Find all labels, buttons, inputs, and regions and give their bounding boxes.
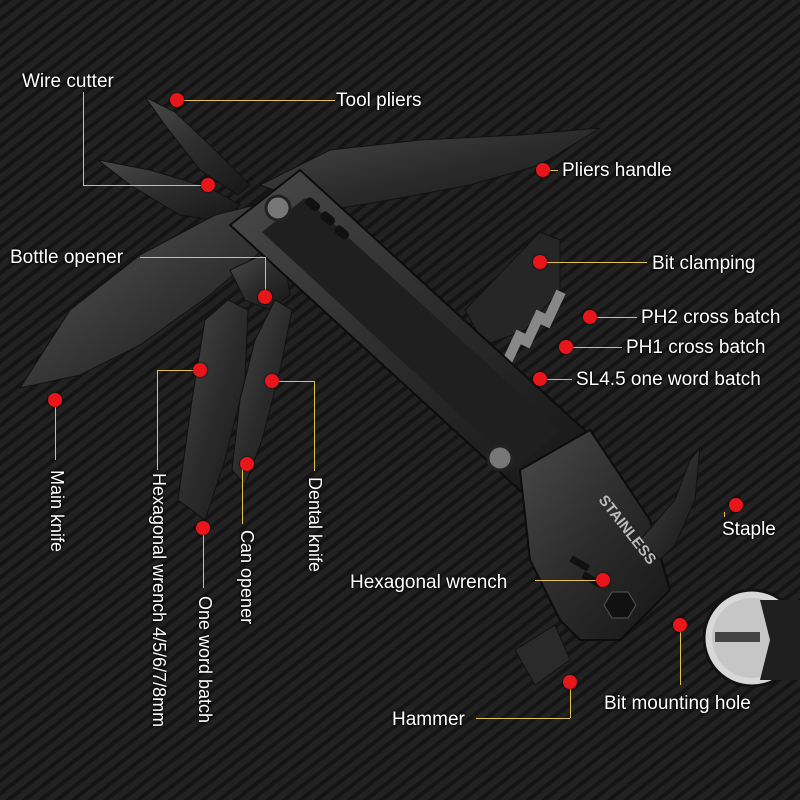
marker-hex-wrench: [596, 573, 610, 587]
leader-dental-knife-v: [314, 381, 315, 471]
marker-bit-mounting-hole: [673, 618, 687, 632]
leader-sl45: [540, 379, 572, 380]
inset-tool-edge: [760, 600, 800, 680]
leader-hammer-v: [570, 682, 571, 718]
label-can-opener: Can opener: [237, 530, 257, 625]
marker-tool-pliers: [170, 93, 184, 107]
marker-ph2: [583, 310, 597, 324]
marker-sl45: [533, 372, 547, 386]
marker-dental-knife: [265, 374, 279, 388]
leader-hex-wrench-sizes-v: [157, 370, 158, 470]
handle-inset: [262, 198, 560, 468]
label-main-knife: Main knife: [47, 470, 67, 553]
leader-bit-clamping: [540, 262, 647, 263]
label-tool-pliers: Tool pliers: [336, 90, 422, 111]
label-bottle-opener: Bottle opener: [10, 247, 124, 268]
hex-hole: [603, 591, 637, 619]
marker-bottle-opener: [258, 290, 272, 304]
leader-ph1: [566, 347, 622, 348]
label-sl45: SL4.5 one word batch: [576, 369, 761, 390]
marker-wire-cutter: [201, 178, 215, 192]
grip-slot-3: [334, 225, 350, 240]
label-staple: Staple: [722, 519, 776, 540]
leader-pliers-handle: [543, 170, 558, 171]
leader-tool-pliers: [177, 100, 335, 101]
marker-hex-wrench-sizes: [193, 363, 207, 377]
tool-pliers-jaw: [144, 96, 251, 196]
label-bit-mounting-hole: Bit mounting hole: [604, 693, 751, 714]
leader-bottle-opener-h: [140, 257, 265, 258]
marker-hammer: [563, 675, 577, 689]
label-ph1: PH1 cross batch: [626, 337, 766, 358]
marker-can-opener: [240, 457, 254, 471]
label-hammer: Hammer: [392, 709, 465, 730]
hammer-slot-1: [569, 555, 591, 572]
leader-wire-cutter-v: [83, 92, 84, 185]
bit-clamping-block: [464, 231, 561, 346]
ph1-bit: [520, 309, 546, 349]
leader-can-opener-v: [242, 464, 243, 524]
leader-wire-cutter-h: [83, 185, 208, 186]
leader-bottle-opener-v: [265, 257, 266, 295]
hex-wrench-tool-shape: [177, 299, 249, 521]
hammer-face: [514, 624, 571, 686]
inset-bit: [715, 632, 760, 642]
dental-knife-shape: [231, 299, 293, 486]
marker-staple: [729, 498, 743, 512]
label-one-word-batch: One word batch: [195, 596, 215, 724]
marker-bit-clamping: [533, 255, 547, 269]
leader-hex-wrench: [535, 580, 603, 581]
leader-staple: [724, 512, 725, 517]
leader-hex-wrench-sizes-h: [157, 370, 200, 371]
label-bit-clamping: Bit clamping: [652, 253, 756, 274]
leader-hammer: [476, 718, 570, 719]
bottom-screw: [486, 444, 514, 472]
leader-one-word-batch: [203, 528, 204, 588]
marker-one-word-batch: [196, 521, 210, 535]
grip-slot-2: [320, 211, 336, 226]
label-ph2: PH2 cross batch: [641, 307, 781, 328]
leader-bit-mounting-hole: [680, 625, 681, 685]
top-screw: [264, 194, 292, 222]
label-wire-cutter: Wire cutter: [22, 71, 114, 92]
leader-dental-knife-h: [272, 381, 314, 382]
marker-pliers-handle: [536, 163, 550, 177]
label-hex-wrench-sizes: Hexagonal wrench 4/5/6/7/8mm: [149, 473, 169, 728]
label-hex-wrench: Hexagonal wrench: [350, 572, 508, 593]
marker-main-knife: [48, 393, 62, 407]
marker-ph1: [559, 340, 573, 354]
leader-ph2: [590, 317, 637, 318]
claw-staple: [639, 446, 701, 561]
leader-main-knife: [55, 400, 56, 460]
grip-slot-1: [305, 197, 321, 212]
label-pliers-handle: Pliers handle: [562, 160, 672, 181]
ph2-bit: [540, 289, 566, 329]
pliers-handle-shape: [258, 127, 601, 211]
label-dental-knife: Dental knife: [305, 477, 325, 573]
